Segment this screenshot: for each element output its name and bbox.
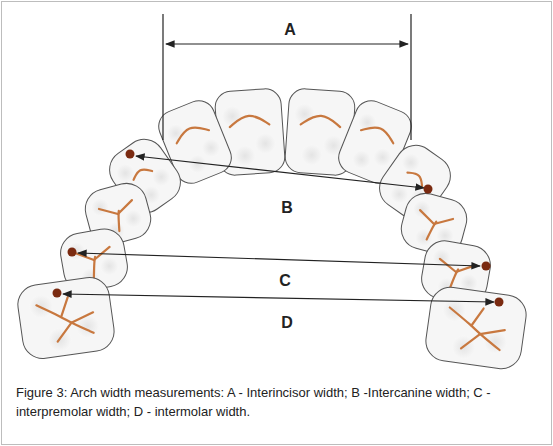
measurement-letter: C	[276, 272, 294, 290]
reference-dot	[68, 248, 77, 257]
tooth-texture	[65, 241, 87, 263]
intermolar-arrow	[63, 294, 494, 302]
tooth-groove	[115, 200, 134, 214]
tooth-texture	[350, 147, 374, 171]
tooth-texture	[301, 144, 324, 167]
tooth-groove	[405, 169, 426, 187]
reference-dot	[495, 298, 504, 307]
tooth-groove	[75, 250, 94, 263]
reference-dot	[424, 185, 433, 194]
tooth	[15, 275, 116, 361]
tooth-outline	[423, 285, 528, 372]
tooth-groove	[472, 307, 484, 327]
measurement-letter: A	[281, 21, 299, 39]
tooth-texture	[398, 150, 424, 176]
measurement-letter: B	[278, 199, 296, 217]
tooth-groove	[434, 215, 453, 229]
tooth-texture	[411, 198, 433, 220]
tooth-texture	[234, 145, 257, 168]
tooth-groove	[59, 297, 71, 317]
tooth-groove	[445, 308, 505, 350]
tooth-groove	[70, 312, 94, 323]
tooth-groove	[173, 122, 209, 143]
tooth-groove	[36, 298, 93, 340]
tooth-groove	[301, 115, 341, 128]
reference-dots	[53, 150, 504, 307]
measurement-lines	[63, 14, 494, 302]
tooth-texture	[89, 196, 111, 218]
tooth-groove	[55, 323, 73, 342]
tooth-outline	[15, 275, 116, 361]
interincisor-arrow	[166, 43, 408, 44]
interpremolar-arrow	[78, 253, 480, 266]
tooth-texture	[99, 255, 121, 277]
extension-line	[162, 14, 163, 140]
measurement-letter: D	[278, 314, 296, 332]
reference-dot	[482, 262, 491, 271]
dental-arch	[15, 88, 528, 372]
tooth-groove	[456, 262, 476, 275]
tooth-groove	[131, 165, 152, 183]
tooth-groove	[418, 210, 437, 224]
tooth-groove	[99, 205, 118, 219]
figure-caption: Figure 3: Arch width measurements: A - I…	[16, 384, 538, 422]
intercanine-arrow	[136, 156, 424, 188]
extension-line	[410, 14, 411, 140]
tooth-groove	[361, 122, 397, 143]
tooth-texture	[355, 110, 379, 134]
tooth-texture	[112, 160, 138, 186]
tooth-groove	[229, 115, 269, 128]
tooth-groove	[461, 332, 480, 351]
reference-dot	[126, 150, 135, 159]
tooth-groove	[480, 327, 505, 338]
tooth-texture	[254, 132, 277, 155]
tooth	[423, 285, 528, 372]
reference-dot	[53, 289, 62, 298]
tooth-texture	[122, 208, 144, 230]
